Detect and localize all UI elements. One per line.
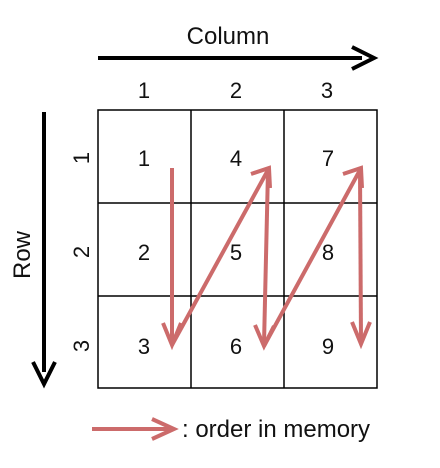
memory-order-arrowhead xyxy=(350,321,372,350)
cell-r3-c3: 9 xyxy=(322,334,334,359)
row-axis-title: Row xyxy=(9,230,36,279)
column-direction-arrow-icon xyxy=(98,45,379,71)
memory-order-segment xyxy=(262,169,362,347)
memory-order-segment xyxy=(262,169,270,345)
cell-r2-c3: 8 xyxy=(322,240,334,265)
legend: : order in memory xyxy=(92,416,370,443)
cell-r1-c3: 7 xyxy=(322,146,334,171)
column-axis-title: Column xyxy=(187,23,270,50)
cell-r3-c2: 6 xyxy=(230,334,242,359)
row-label-1: 1 xyxy=(69,152,94,164)
row-label-2: 2 xyxy=(69,246,94,258)
cell-r2-c2: 5 xyxy=(230,240,242,265)
row-direction-arrow-icon xyxy=(31,112,57,389)
memory-grid xyxy=(97,109,378,389)
column-label-2: 2 xyxy=(230,78,242,103)
memory-order-segment xyxy=(358,169,363,343)
legend-arrow-icon xyxy=(92,417,179,441)
cell-r1-c2: 4 xyxy=(230,146,242,171)
legend-text: : order in memory xyxy=(182,416,370,443)
row-label-3: 3 xyxy=(69,340,94,352)
cell-r1-c1: 1 xyxy=(138,146,150,171)
cell-r3-c1: 3 xyxy=(138,334,150,359)
memory-order-path xyxy=(161,165,372,351)
memory-order-segment xyxy=(170,169,270,346)
cell-r2-c1: 2 xyxy=(138,240,150,265)
column-label-3: 3 xyxy=(321,78,333,103)
column-label-1: 1 xyxy=(138,78,150,103)
